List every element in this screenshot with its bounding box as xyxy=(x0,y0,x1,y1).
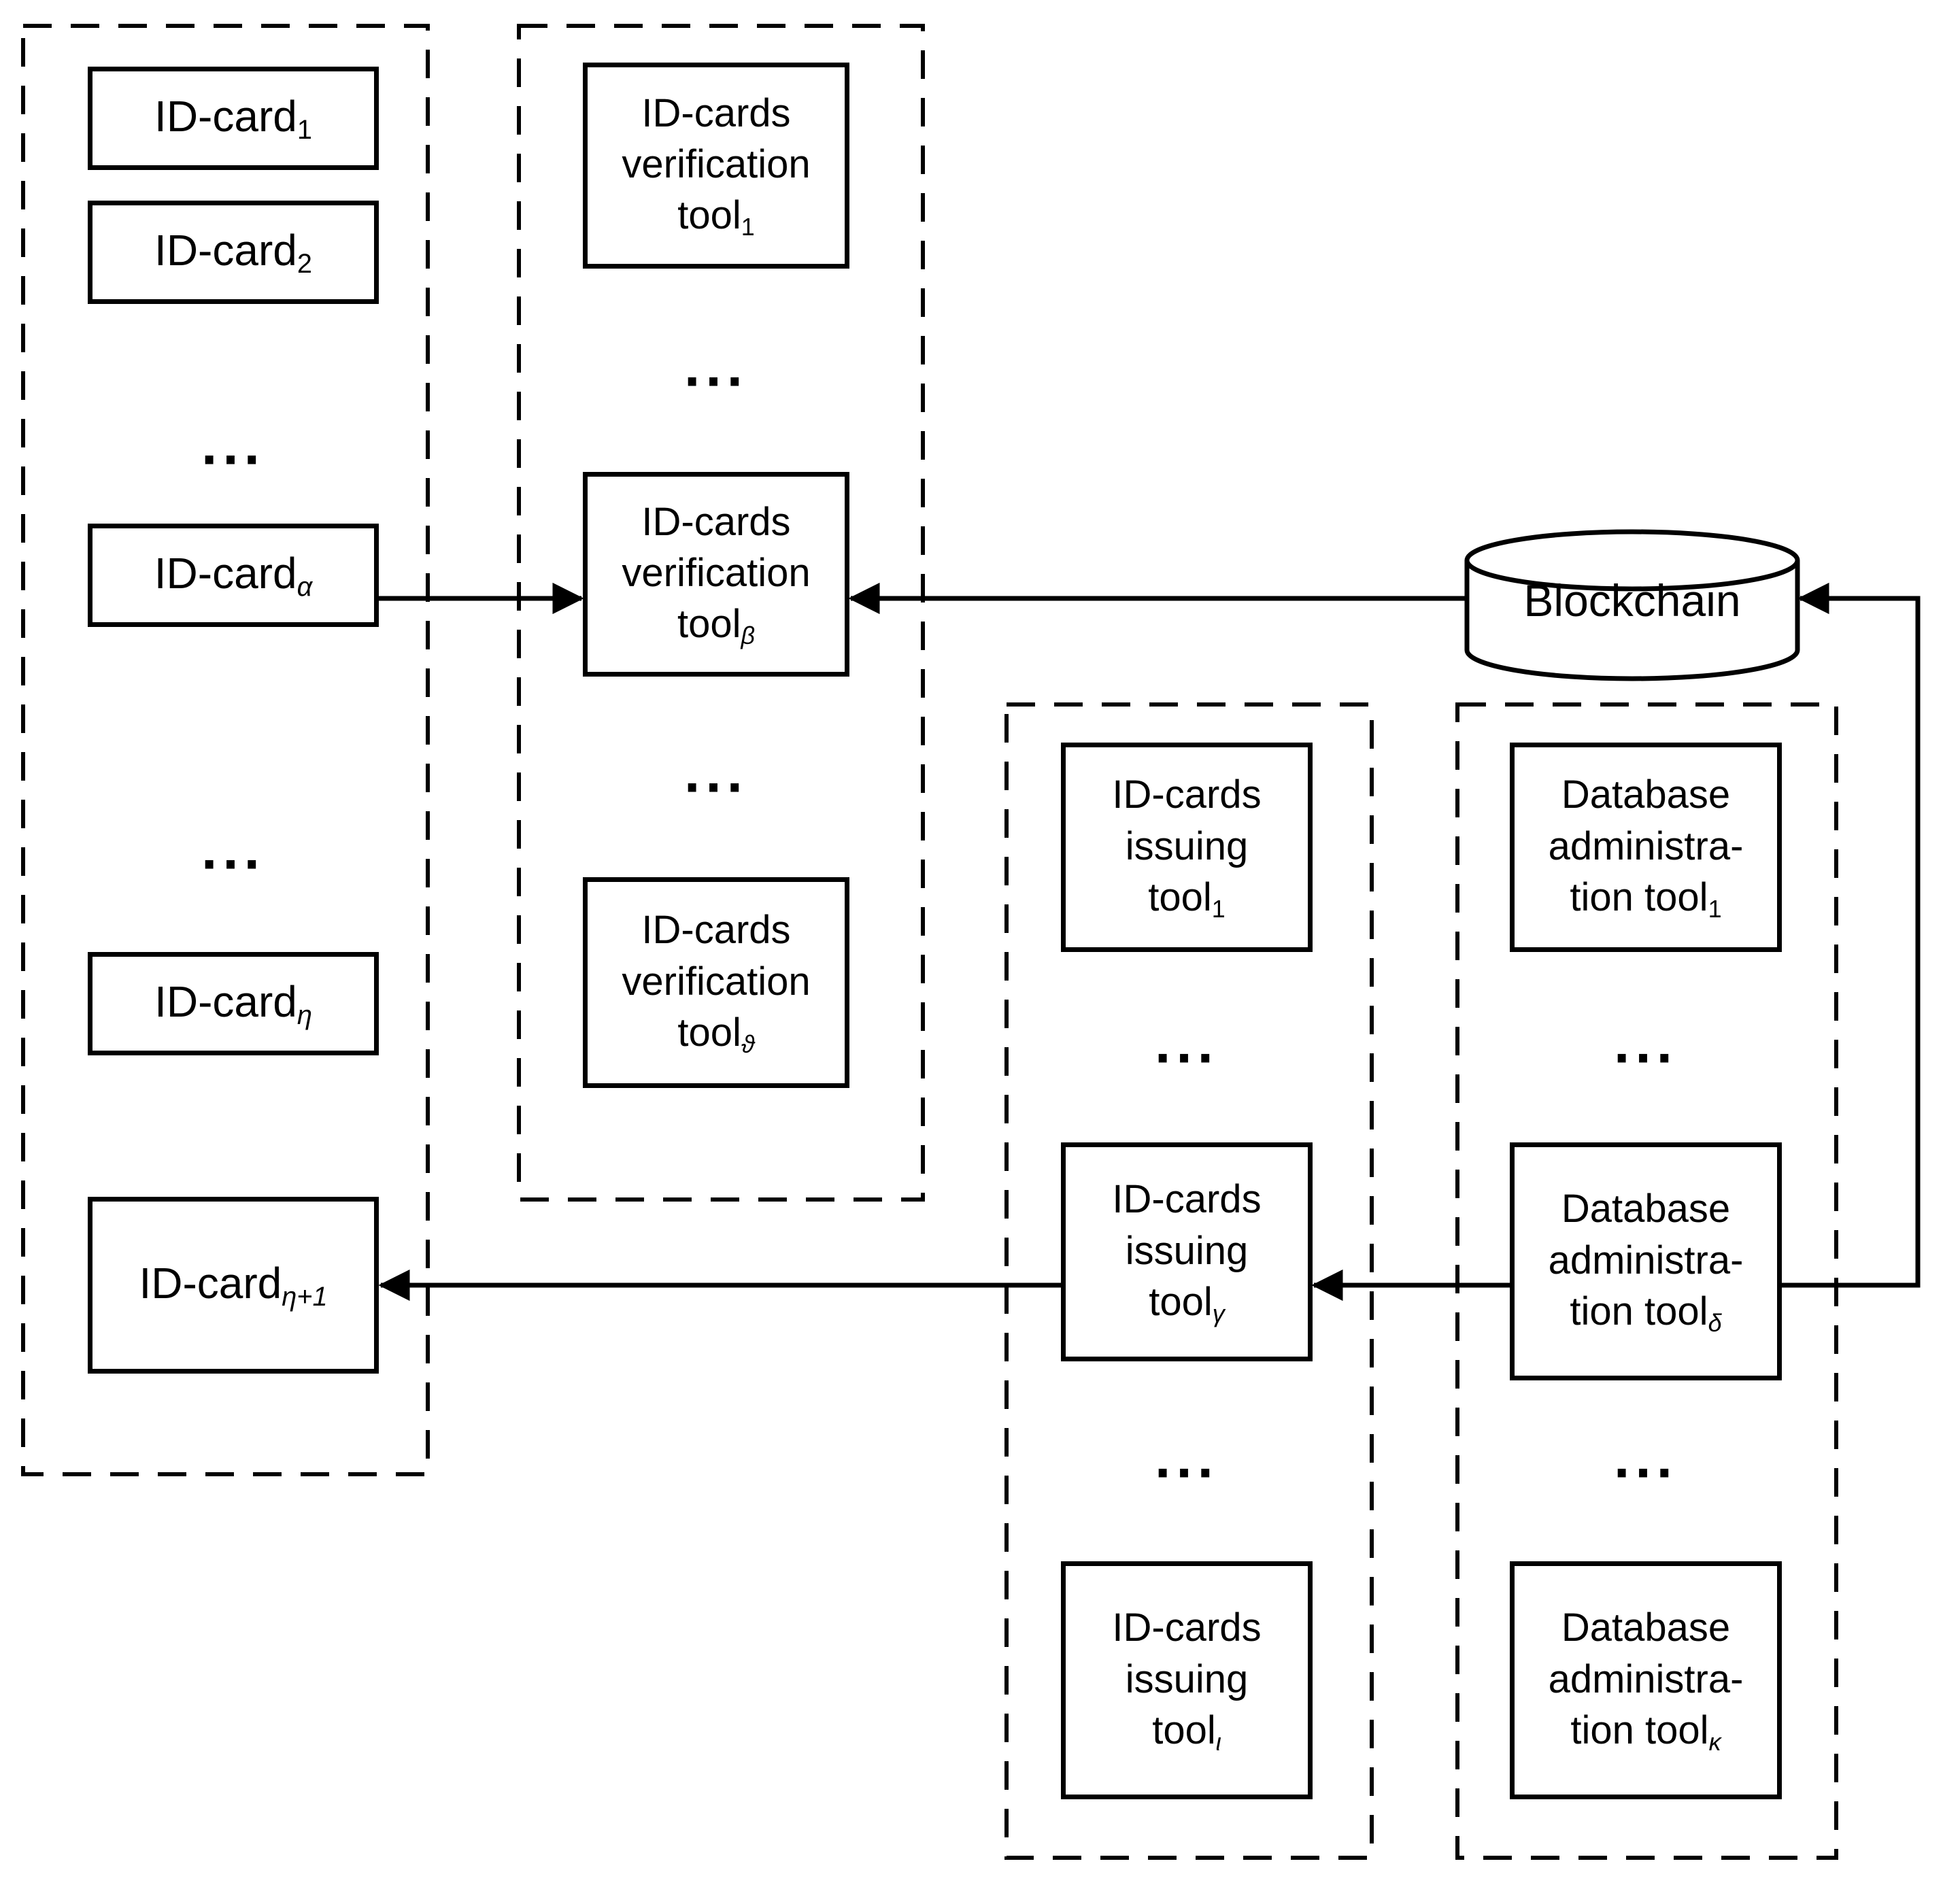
id-card-eta-subscript: η xyxy=(297,1000,312,1031)
verification-tools-ellipsis-1: ... xyxy=(683,334,749,398)
id-card-eta-box: ID-cardη xyxy=(88,952,379,1055)
arrow-admin-tool-delta-to-blockchain xyxy=(1782,582,1921,1288)
id-card-alpha-box: ID-cardα xyxy=(88,524,379,627)
verification-tool-1-subscript: 1 xyxy=(741,213,755,241)
admin-tools-ellipsis-2: ... xyxy=(1613,1425,1678,1490)
id-card-alpha-label: ID-cardα xyxy=(154,549,313,602)
issuing-tool-gamma-subscript: γ xyxy=(1212,1299,1225,1328)
id-card-eta-plus-1-subscript: η+1 xyxy=(282,1282,328,1312)
id-cards-ellipsis-2: ... xyxy=(201,817,266,881)
issuing-tool-iota-subscript: ι xyxy=(1215,1728,1221,1756)
id-card-eta-plus-1-box: ID-cardη+1 xyxy=(88,1197,379,1374)
admin-tool-delta-subscript: δ xyxy=(1708,1309,1722,1338)
issuing-tool-1-subscript: 1 xyxy=(1211,895,1226,923)
blockchain-label: Blockchain xyxy=(1467,570,1797,631)
id-cards-group-border xyxy=(21,24,430,1476)
id-card-1-subscript: 1 xyxy=(297,115,312,146)
id-card-2-subscript: 2 xyxy=(297,249,312,279)
issuing-tools-ellipsis-1: ... xyxy=(1154,1010,1219,1075)
admin-tool-1-subscript: 1 xyxy=(1708,895,1722,923)
admin-tool-kappa-subscript: κ xyxy=(1708,1728,1721,1756)
blockchain-cylinder xyxy=(1464,529,1800,681)
id-card-1-label: ID-card1 xyxy=(154,92,312,146)
id-card-2-box: ID-card2 xyxy=(88,201,379,304)
verification-tools-ellipsis-2: ... xyxy=(683,740,749,804)
verification-tool-theta-subscript: ϑ xyxy=(741,1030,755,1059)
blockchain-label-text: Blockchain xyxy=(1523,575,1741,626)
id-card-2-label: ID-card2 xyxy=(154,226,312,279)
id-cards-ellipsis-1: ... xyxy=(201,412,266,477)
id-card-eta-plus-1-label: ID-cardη+1 xyxy=(139,1259,328,1312)
admin-tools-ellipsis-1: ... xyxy=(1613,1010,1678,1075)
admin-tools-group-border xyxy=(1455,702,1838,1860)
id-card-1-box: ID-card1 xyxy=(88,67,379,170)
issuing-tools-ellipsis-2: ... xyxy=(1154,1425,1219,1490)
id-card-alpha-subscript: α xyxy=(297,572,313,602)
id-card-eta-label: ID-cardη xyxy=(154,977,312,1031)
verification-tools-group-border xyxy=(517,24,925,1202)
verification-tool-beta-subscript: β xyxy=(741,622,756,650)
